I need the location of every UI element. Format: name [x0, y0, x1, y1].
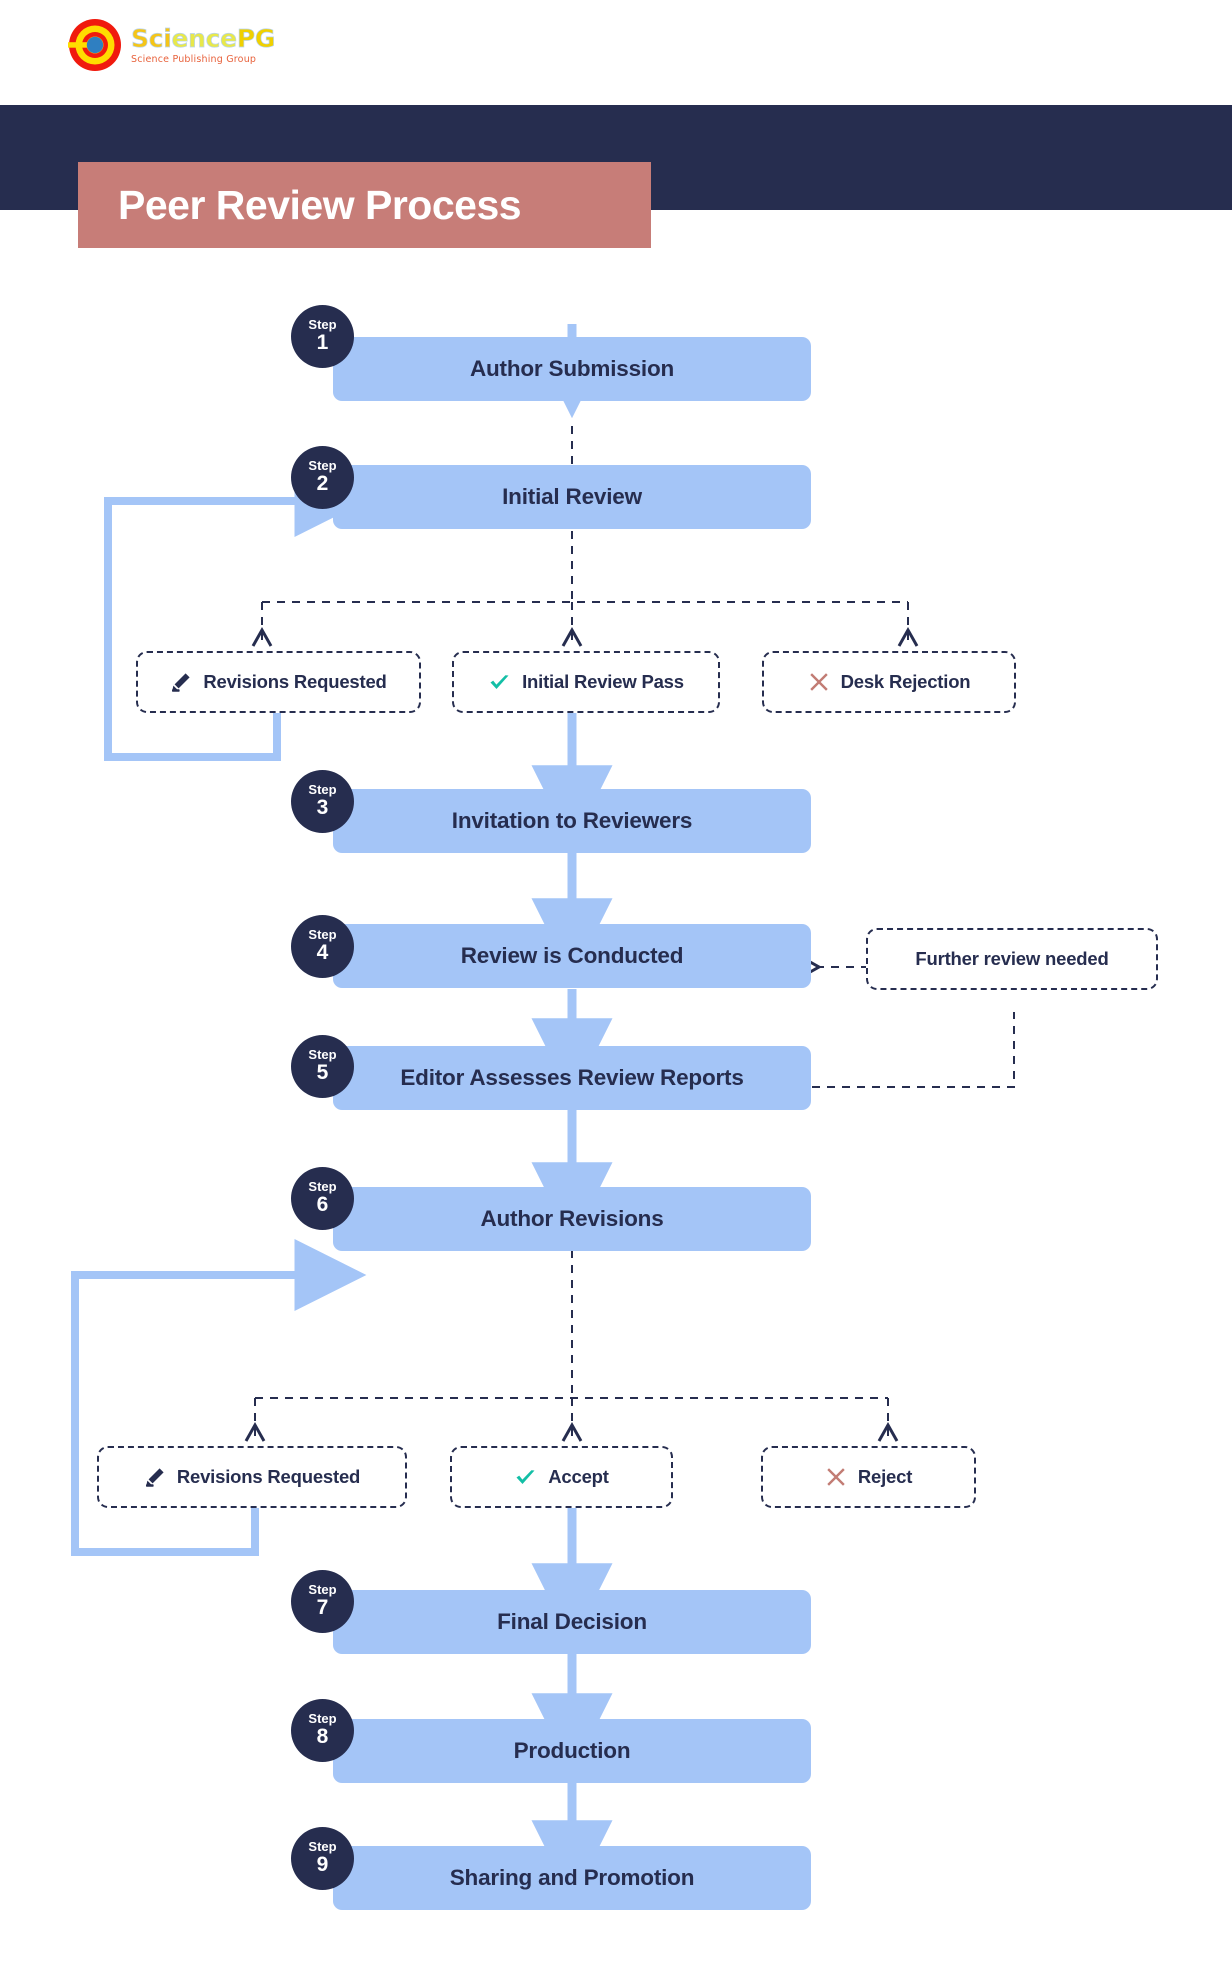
- step-badge-2[interactable]: Step 2: [291, 446, 354, 509]
- decision-label-pass: Initial Review Pass: [522, 671, 684, 692]
- step-badge-9[interactable]: Step 9: [291, 1827, 354, 1890]
- note-label-further-review: Further review needed: [915, 948, 1109, 969]
- brand-tagline: Science Publishing Group: [131, 53, 257, 65]
- page-title: Peer Review Process: [118, 181, 522, 228]
- decision-label-desk-rejection: Desk Rejection: [840, 671, 971, 692]
- check-icon: [490, 674, 509, 689]
- step-box-9[interactable]: Sharing and Promotion: [333, 1846, 811, 1910]
- step-badge-num-4: 4: [316, 940, 329, 964]
- step-badge-6[interactable]: Step 6: [291, 1167, 354, 1230]
- step-badge-num-2: 2: [316, 471, 329, 495]
- brand-name-pg: PG: [236, 23, 276, 53]
- step-label-4: Review is Conducted: [460, 943, 684, 968]
- step-badge-word-8: Step: [308, 1710, 337, 1726]
- decision-label-accept: Accept: [548, 1466, 609, 1487]
- decision-label-reject: Reject: [857, 1466, 913, 1487]
- connector-revisions-loop-top: [104, 465, 367, 761]
- step-badge-1[interactable]: Step 1: [291, 305, 354, 368]
- brand-logo: SciencePG Science Publishing Group: [68, 18, 276, 72]
- decision-revisions-requested-1[interactable]: Revisions Requested: [136, 651, 421, 713]
- step-badge-3[interactable]: Step 3: [291, 770, 354, 833]
- step-box-4[interactable]: Review is Conducted: [333, 924, 811, 988]
- step-badge-num-8: 8: [316, 1724, 329, 1748]
- connector-s2-branch-bus: [251, 426, 919, 647]
- pencil-icon: [172, 673, 190, 692]
- step-badge-word-4: Step: [308, 926, 337, 942]
- logo-header: SciencePG Science Publishing Group: [0, 0, 1232, 105]
- decision-revisions-requested-2[interactable]: Revisions Requested: [97, 1446, 407, 1508]
- connector-s6-branch-bus: [244, 1250, 899, 1442]
- step-label-5: Editor Assesses Review Reports: [400, 1065, 744, 1090]
- step-box-2[interactable]: Initial Review: [333, 465, 811, 529]
- step-label-3: Invitation to Reviewers: [451, 808, 693, 833]
- step-badge-word-3: Step: [308, 781, 337, 797]
- step-label-1: Author Submission: [469, 356, 675, 381]
- step-label-6: Author Revisions: [480, 1206, 664, 1231]
- step-badge-word-1: Step: [308, 316, 337, 332]
- step-badge-num-7: 7: [316, 1595, 329, 1619]
- check-icon: [516, 1469, 535, 1484]
- brand-name: SciencePG: [131, 23, 276, 53]
- sciencepg-logo-icon: [68, 19, 121, 71]
- step-badge-word-5: Step: [308, 1046, 337, 1062]
- decision-reject[interactable]: Reject: [761, 1446, 976, 1508]
- decision-label-revisions-2: Revisions Requested: [176, 1466, 361, 1487]
- note-further-review-needed[interactable]: Further review needed: [866, 928, 1158, 990]
- decision-initial-review-pass[interactable]: Initial Review Pass: [452, 651, 720, 713]
- step-badge-word-9: Step: [308, 1838, 337, 1854]
- step-badge-num-3: 3: [316, 795, 329, 819]
- step-badge-4[interactable]: Step 4: [291, 915, 354, 978]
- step-box-5[interactable]: Editor Assesses Review Reports: [333, 1046, 811, 1110]
- step-badge-5[interactable]: Step 5: [291, 1035, 354, 1098]
- pencil-icon: [145, 1468, 164, 1487]
- title-plate: Peer Review Process: [78, 162, 651, 248]
- brand-name-sci: Sci: [131, 23, 172, 53]
- step-badge-word-6: Step: [308, 1178, 337, 1194]
- cross-icon: [809, 673, 828, 691]
- connector-revisions-loop-bottom: [71, 1239, 367, 1556]
- step-badge-7[interactable]: Step 7: [291, 1570, 354, 1633]
- step-badge-num-6: 6: [316, 1192, 329, 1216]
- step-badge-8[interactable]: Step 8: [291, 1699, 354, 1762]
- decision-desk-rejection[interactable]: Desk Rejection: [762, 651, 1016, 713]
- brand-text: SciencePG Science Publishing Group: [131, 23, 276, 65]
- step-badge-num-1: 1: [316, 330, 329, 354]
- step-box-8[interactable]: Production: [333, 1719, 811, 1783]
- decision-accept[interactable]: Accept: [450, 1446, 673, 1508]
- step-box-1[interactable]: Author Submission: [333, 337, 811, 401]
- step-box-3[interactable]: Invitation to Reviewers: [333, 789, 811, 853]
- step-label-8: Production: [513, 1738, 631, 1763]
- step-badge-word-2: Step: [308, 457, 337, 473]
- step-badge-num-9: 9: [316, 1852, 329, 1876]
- step-box-6[interactable]: Author Revisions: [333, 1187, 811, 1251]
- step-box-7[interactable]: Final Decision: [333, 1590, 811, 1654]
- brand-name-ence: ence: [171, 23, 237, 53]
- decision-label-revisions-1: Revisions Requested: [203, 671, 387, 692]
- step-badge-num-5: 5: [316, 1060, 329, 1084]
- step-label-9: Sharing and Promotion: [449, 1865, 695, 1890]
- step-label-7: Final Decision: [497, 1609, 647, 1634]
- step-badge-word-7: Step: [308, 1581, 337, 1597]
- cross-icon: [827, 1468, 845, 1486]
- step-label-2: Initial Review: [502, 484, 642, 509]
